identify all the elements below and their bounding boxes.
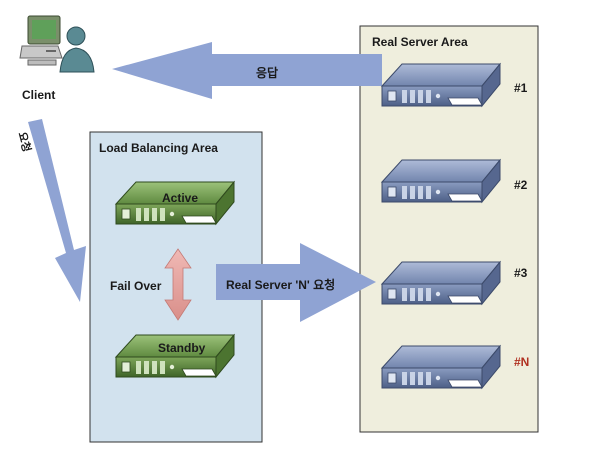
standby-label: Standby: [158, 341, 206, 355]
failover-arrow: [164, 248, 192, 321]
real-server-area-title: Real Server Area: [372, 35, 468, 49]
real-server-1-icon: [381, 63, 501, 107]
response-label: 응답: [256, 66, 279, 80]
client-user-icon: [59, 26, 95, 73]
server-label-n: #N: [514, 355, 530, 369]
forward-arrow: [216, 243, 376, 322]
server-label-2: #2: [514, 178, 528, 192]
load-balancing-title: Load Balancing Area: [99, 141, 218, 155]
server-label-1: #1: [514, 81, 528, 95]
server-label-3: #3: [514, 266, 528, 280]
response-arrow: [112, 42, 382, 99]
real-server-3-icon: [381, 261, 501, 305]
client-computer-icon: [19, 15, 63, 66]
failover-label: Fail Over: [110, 279, 162, 293]
client-label: Client: [22, 88, 56, 102]
request-arrow: [28, 119, 86, 302]
real-server-n-icon: [381, 345, 501, 389]
active-label: Active: [162, 191, 199, 205]
forward-label: Real Server 'N' 요청: [226, 278, 336, 292]
real-server-2-icon: [381, 159, 501, 203]
